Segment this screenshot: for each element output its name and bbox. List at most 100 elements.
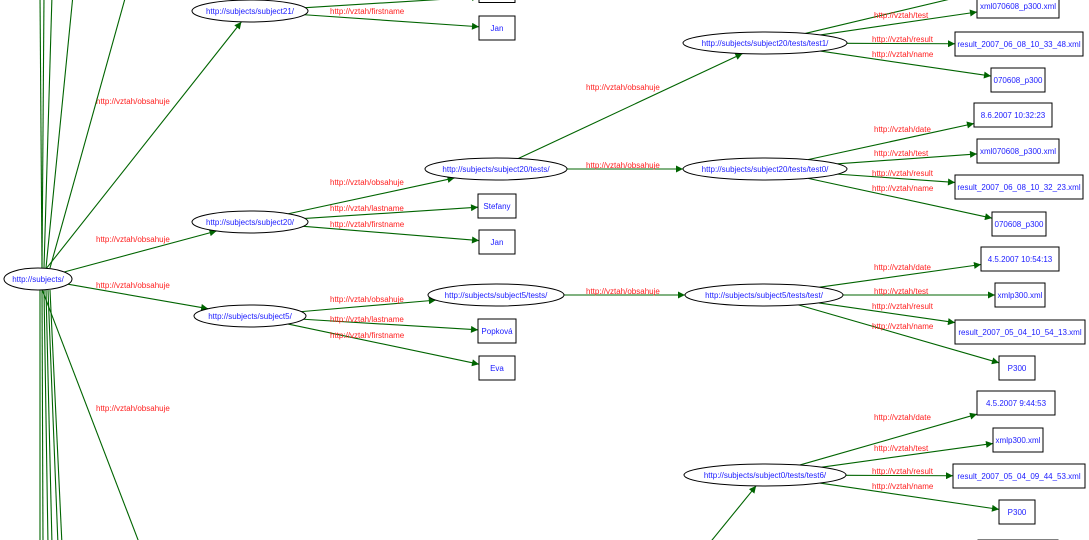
edge-root-offscreen bbox=[43, 289, 49, 540]
literal-box bbox=[998, 355, 1036, 381]
node-t1_test[interactable]: xml070608_p300.xml bbox=[976, 0, 1060, 19]
node-t1_name[interactable]: 070608_p300 bbox=[990, 67, 1046, 93]
node-label: result_2007_05_04_09_44_53.xml bbox=[957, 472, 1080, 481]
edge-root-offscreen bbox=[41, 0, 45, 269]
node-s20_test1[interactable]: http://subjects/subject20/tests/test1/ bbox=[682, 31, 848, 55]
node-s5t_result[interactable]: result_2007_05_04_10_54_13.xml bbox=[954, 319, 1086, 345]
node-label: http://subjects/subject20/tests/test1/ bbox=[702, 39, 830, 48]
edge-label: http://vztah/result bbox=[872, 35, 934, 44]
literal-box bbox=[478, 15, 516, 41]
node-label: 8.6.2007 10:32:23 bbox=[981, 111, 1046, 120]
edge-label: http://vztah/date bbox=[874, 413, 931, 422]
resource-ellipse bbox=[427, 283, 565, 307]
node-t0_result[interactable]: result_2007_06_08_10_32_23.xml bbox=[954, 174, 1084, 200]
edge-label: http://vztah/name bbox=[872, 322, 934, 331]
node-s21_top[interactable] bbox=[478, 0, 516, 3]
edge-subject20-to-s20_tests bbox=[288, 175, 455, 215]
edge-label: http://vztah/date bbox=[874, 125, 931, 134]
edge-label: http://vztah/firstname bbox=[330, 220, 405, 229]
node-label: xmlp300.xml bbox=[998, 291, 1043, 300]
edge-label: http://vztah/lastname bbox=[330, 315, 404, 324]
edge-subject20-to-s20_stefany bbox=[304, 204, 479, 219]
literal-box bbox=[976, 0, 1060, 19]
edge-label: http://vztah/obsahuje bbox=[330, 178, 404, 187]
node-label: xmlp300.xml bbox=[996, 436, 1041, 445]
edge-s20_test0-to-t0_name bbox=[808, 177, 993, 221]
node-label: xml070608_p300.xml bbox=[980, 147, 1056, 156]
literal-box bbox=[991, 211, 1047, 237]
node-s20_test0[interactable]: http://subjects/subject20/tests/test0/ bbox=[682, 157, 848, 181]
resource-ellipse bbox=[3, 267, 73, 291]
edge-root-offscreen bbox=[41, 289, 44, 540]
literal-box bbox=[954, 174, 1084, 200]
node-s20_stefany[interactable]: Stefany bbox=[477, 193, 517, 219]
edge-label: http://vztah/firstname bbox=[330, 331, 405, 340]
node-s20_tests[interactable]: http://subjects/subject20/tests/ bbox=[424, 157, 568, 181]
node-t0_date[interactable]: 8.6.2007 10:32:23 bbox=[973, 102, 1053, 128]
edge-subjects-to-offscreen_bottom bbox=[41, 289, 139, 540]
nodes-layer: http://subjects/http://subjects/subject2… bbox=[3, 0, 1086, 540]
node-t6_name[interactable]: P300 bbox=[998, 499, 1036, 525]
edge-subject21-to-s21_jan bbox=[304, 14, 480, 30]
node-t0_name[interactable]: 070608_p300 bbox=[991, 211, 1047, 237]
node-s21_jan[interactable]: Jan bbox=[478, 15, 516, 41]
literal-box bbox=[976, 138, 1060, 164]
node-label: 070608_p300 bbox=[994, 76, 1043, 85]
edge-root-offscreen bbox=[39, 0, 43, 269]
edge-root-offscreen bbox=[47, 289, 59, 540]
resource-ellipse bbox=[193, 304, 307, 328]
edge-root-offscreen bbox=[43, 0, 53, 269]
edge-s20_test0-to-t0_test bbox=[837, 150, 978, 165]
edge-s20_test1-to-t1_date_offscreen bbox=[805, 0, 949, 34]
resource-ellipse bbox=[684, 283, 844, 307]
literal-box bbox=[952, 463, 1086, 489]
edge-root-offscreen bbox=[45, 289, 53, 540]
edge-root-offscreen bbox=[49, 289, 63, 540]
node-subject5[interactable]: http://subjects/subject5/ bbox=[193, 304, 307, 328]
edge-label: http://vztah/obsahuje bbox=[586, 287, 660, 296]
literal-box bbox=[994, 282, 1046, 308]
edge-subjects-to-subject21 bbox=[45, 21, 242, 269]
resource-ellipse bbox=[191, 210, 309, 234]
node-s5t_date[interactable]: 4.5.2007 10:54:13 bbox=[980, 246, 1060, 272]
node-label: Jan bbox=[491, 24, 504, 33]
literal-box bbox=[992, 427, 1044, 453]
node-label: Popková bbox=[481, 327, 513, 336]
node-t1_result[interactable]: result_2007_06_08_10_33_48.xml bbox=[954, 31, 1084, 57]
node-t6_result[interactable]: result_2007_05_04_09_44_53.xml bbox=[952, 463, 1086, 489]
node-label: Jan bbox=[491, 238, 504, 247]
edge-s5_test-to-s5t_result bbox=[818, 302, 956, 326]
node-s5_popkova[interactable]: Popková bbox=[477, 318, 517, 344]
node-s20_jan[interactable]: Jan bbox=[478, 229, 516, 255]
edge-s20_tests-to-s20_test1 bbox=[518, 53, 743, 160]
edge-s20_test1-to-t1_test bbox=[820, 9, 978, 36]
edge-offscreen_s0_tests-to-s0_test6 bbox=[711, 485, 757, 540]
node-subject21[interactable]: http://subjects/subject21/ bbox=[191, 0, 309, 23]
edge-s0_test6-to-t6_date bbox=[799, 412, 978, 466]
node-subject20[interactable]: http://subjects/subject20/ bbox=[191, 210, 309, 234]
node-label: 070608_p300 bbox=[995, 220, 1044, 229]
edge-label: http://vztah/obsahuje bbox=[586, 161, 660, 170]
node-label: P300 bbox=[1008, 508, 1027, 517]
node-t0_test[interactable]: xml070608_p300.xml bbox=[976, 138, 1060, 164]
node-t6_test[interactable]: xmlp300.xml bbox=[992, 427, 1044, 453]
edge-s20_test0-to-t0_date bbox=[807, 121, 975, 161]
node-label: xml070608_p300.xml bbox=[980, 2, 1056, 11]
node-s5_tests[interactable]: http://subjects/subject5/tests/ bbox=[427, 283, 565, 307]
node-label: 4.5.2007 9:44:53 bbox=[986, 399, 1047, 408]
node-t6_date[interactable]: 4.5.2007 9:44:53 bbox=[976, 390, 1056, 416]
resource-ellipse bbox=[191, 0, 309, 23]
node-label: http://subjects/subject5/tests/ bbox=[445, 291, 548, 300]
node-s5t_name[interactable]: P300 bbox=[998, 355, 1036, 381]
node-s0_test6[interactable]: http://subjects/subject0/tests/test6/ bbox=[683, 463, 847, 487]
edge-s0_test6-to-t6_test bbox=[821, 440, 994, 468]
edge-label: http://vztah/obsahuje bbox=[96, 235, 170, 244]
edge-label: http://vztah/result bbox=[872, 302, 934, 311]
node-s5_eva[interactable]: Eva bbox=[478, 355, 516, 381]
node-s5t_test[interactable]: xmlp300.xml bbox=[994, 282, 1046, 308]
node-subjects[interactable]: http://subjects/ bbox=[3, 267, 73, 291]
edge-label: http://vztah/test bbox=[874, 444, 929, 453]
edge-s5_test-to-s5t_date bbox=[819, 261, 982, 288]
node-s5_test[interactable]: http://subjects/subject5/tests/test/ bbox=[684, 283, 844, 307]
